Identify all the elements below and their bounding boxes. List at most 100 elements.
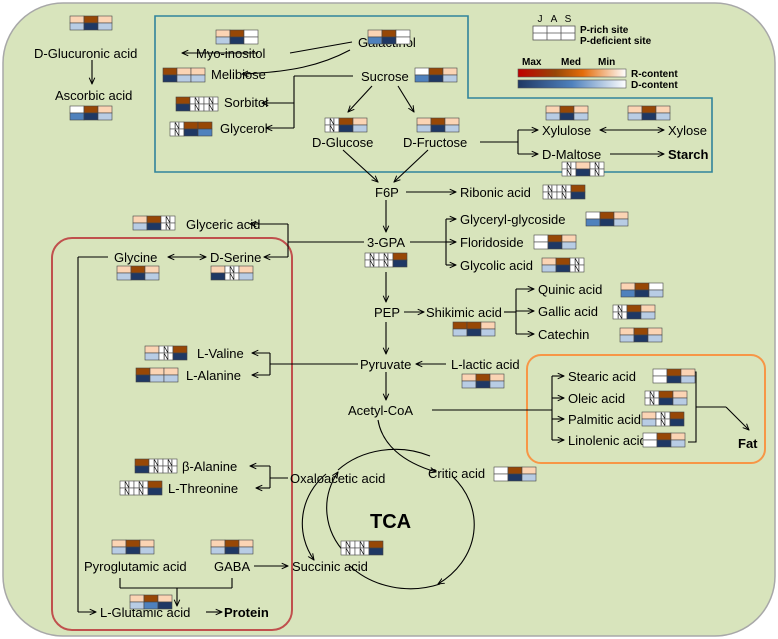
heatmap-cell <box>672 397 688 406</box>
not-detected-mark: N <box>345 541 351 550</box>
label-glyceric-acid: Glyceric acid <box>186 217 260 232</box>
heatmap-cell <box>480 328 496 337</box>
not-detected-mark: N <box>561 192 567 201</box>
heatmap-cell <box>493 466 509 475</box>
heatmap-cell <box>480 321 496 330</box>
label-f6p: F6P <box>375 185 399 200</box>
heatmap-cell <box>97 22 113 31</box>
heatmap-cell <box>669 411 685 420</box>
heatmap-cell <box>147 480 163 489</box>
not-detected-mark: N <box>383 260 389 269</box>
not-detected-mark: N <box>547 192 553 201</box>
label-myo-inositol: Myo-inositol <box>196 46 265 61</box>
heatmap-cell <box>670 432 686 441</box>
label-glycolic-acid: Glycolic acid <box>460 258 533 273</box>
heatmap-pyroglutamic-acid <box>111 539 155 555</box>
heatmap-cell <box>139 546 155 555</box>
not-detected-mark: N <box>594 169 600 178</box>
heatmap-cell <box>640 311 656 320</box>
legend-scale-med: Med <box>561 57 581 68</box>
not-detected-mark: N <box>369 260 375 269</box>
heatmap-cell <box>210 539 226 548</box>
heatmap-cell <box>493 473 509 482</box>
not-detected-mark: N <box>138 481 144 490</box>
heatmap-glycine <box>116 265 160 281</box>
label-catechin: Catechin <box>538 327 589 342</box>
heatmap-critic-acid <box>493 466 537 482</box>
heatmap-cell <box>648 282 664 291</box>
label-xylulose: Xylulose <box>542 123 591 138</box>
heatmap-cell <box>146 222 162 231</box>
heatmap-cell <box>619 334 635 343</box>
heatmap-cell <box>215 36 231 45</box>
heatmap-cell <box>461 380 477 389</box>
heatmap-cell <box>452 321 468 330</box>
heatmap-cell <box>224 546 240 555</box>
heatmap-cell <box>172 345 188 354</box>
pathway-arrows <box>77 41 749 612</box>
label-floridoside: Floridoside <box>460 235 524 250</box>
heatmap-l-glutamic-acid <box>129 594 173 610</box>
label-gallic-acid: Gallic acid <box>538 304 598 319</box>
heatmap-cell <box>238 265 254 274</box>
heatmap-cell <box>599 218 615 227</box>
not-detected-mark: N <box>163 353 169 362</box>
heatmap-cell <box>545 112 561 121</box>
heatmap-cell <box>466 328 482 337</box>
heatmap-cell <box>569 264 585 273</box>
heatmap-cell <box>559 105 575 114</box>
label-ascorbic-acid: Ascorbic acid <box>55 88 132 103</box>
label-3-gpa: 3-GPA <box>367 235 405 250</box>
heatmap-cell <box>381 36 397 45</box>
heatmap-cell <box>416 117 432 126</box>
heatmap-cell <box>442 74 458 83</box>
heatmap-l-valine: NN <box>144 345 188 362</box>
heatmap-cell <box>176 67 192 76</box>
heatmap-cell <box>134 458 150 467</box>
not-detected-mark: N <box>208 104 214 113</box>
label-gaba: GABA <box>214 559 250 574</box>
heatmap-cell <box>619 327 635 336</box>
heatmap-cell <box>149 367 165 376</box>
heatmap-l-lactic-acid <box>461 373 505 389</box>
heatmap-cell <box>338 124 354 133</box>
heatmap-cell <box>197 121 213 130</box>
not-detected-mark: N <box>649 391 655 400</box>
heatmap-cell <box>680 368 696 377</box>
heatmap-cell <box>83 22 99 31</box>
heatmap-cell <box>238 539 254 548</box>
metabolite-labels: D-Glucuronic acid Ascorbic acid Myo-inos… <box>34 35 758 620</box>
not-detected-mark: N <box>617 312 623 321</box>
not-detected-mark: N <box>547 185 553 194</box>
label-ribonic-acid: Ribonic acid <box>460 185 531 200</box>
not-detected-mark: N <box>369 253 375 262</box>
label-succinic-acid: Succinic acid <box>292 559 368 574</box>
heatmap-cell <box>559 112 575 121</box>
label-d-fructose: D-Fructose <box>403 135 467 150</box>
heatmap-cell <box>129 594 145 603</box>
heatmap-d-glucose: NN <box>324 118 368 134</box>
heatmap-cell <box>533 234 549 243</box>
heatmap-cell <box>146 215 162 224</box>
heatmap-cell <box>626 304 642 313</box>
heatmap-cell <box>561 241 577 250</box>
label-d-glucose: D-Glucose <box>312 135 373 150</box>
heatmap-cell <box>162 465 178 474</box>
heatmap-cell <box>144 345 160 354</box>
heatmap-glycolic-acid: NN <box>541 257 585 274</box>
heatmap-cell <box>367 36 383 45</box>
not-detected-mark: N <box>167 459 173 468</box>
heatmap-cell <box>452 328 468 337</box>
not-detected-mark: N <box>174 129 180 138</box>
heatmap-cell <box>541 257 557 266</box>
heatmap-cell <box>392 259 408 268</box>
heatmap-galactinol <box>367 29 411 45</box>
heatmap-cell <box>157 601 173 610</box>
heatmap-cell <box>533 241 549 250</box>
heatmap-cell <box>116 265 132 274</box>
heatmap-cell <box>521 473 537 482</box>
heatmap-cell <box>368 547 384 556</box>
